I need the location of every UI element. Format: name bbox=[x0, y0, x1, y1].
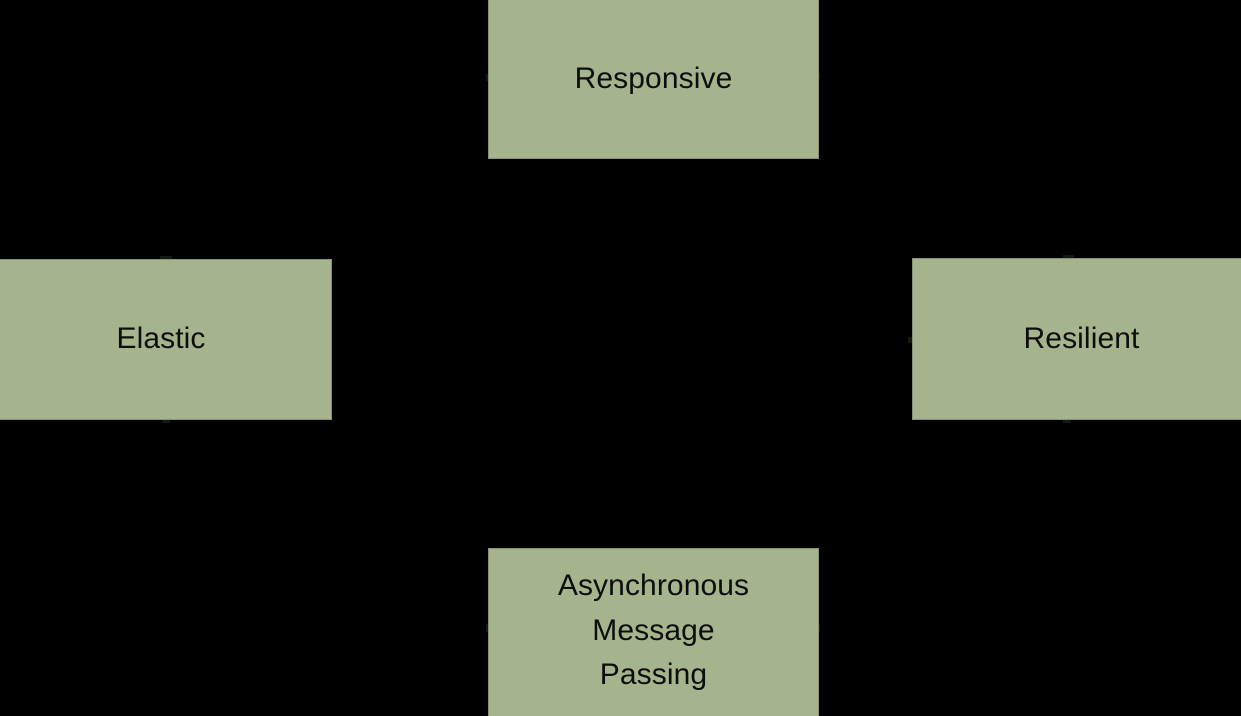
connector-responsive-elastic bbox=[330, 78, 488, 80]
node-elastic-label: Elastic bbox=[116, 322, 206, 356]
connector-async-elastic bbox=[330, 628, 488, 630]
node-resilient[interactable]: Resilient bbox=[912, 258, 1241, 420]
node-resilient-label: Resilient bbox=[1023, 321, 1140, 355]
connector-responsive-resilient bbox=[819, 78, 914, 80]
node-responsive-label: Responsive bbox=[574, 62, 733, 96]
connector-responsive-async bbox=[652, 159, 654, 548]
node-responsive[interactable]: Responsive bbox=[488, 0, 819, 159]
node-asynchronous-message-passing-label: Asynchronous Message Passing bbox=[557, 568, 750, 692]
connector-async-resilient bbox=[819, 628, 914, 630]
node-elastic[interactable]: Elastic bbox=[0, 259, 332, 420]
node-asynchronous-message-passing[interactable]: Asynchronous Message Passing bbox=[488, 548, 819, 716]
